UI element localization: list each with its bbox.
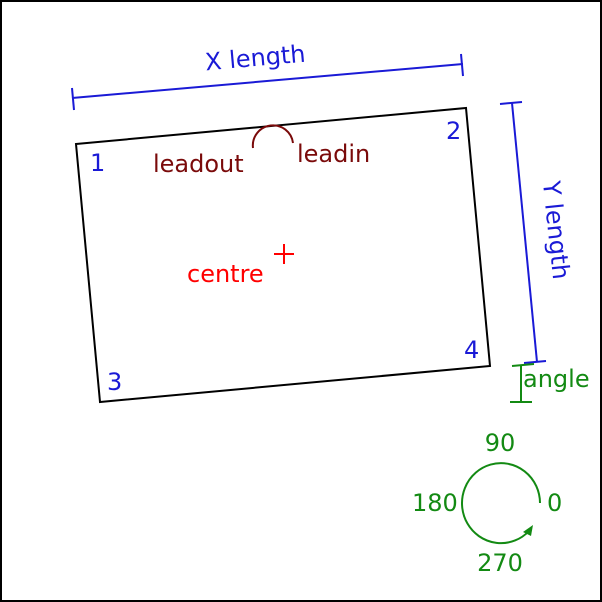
y-length-line	[511, 102, 538, 363]
x-length-line	[71, 63, 464, 99]
x-length-tick-end	[460, 53, 464, 77]
corner-label-4: 4	[464, 336, 479, 364]
leadin-label: leadin	[297, 140, 370, 168]
angle-legend-90: 90	[485, 429, 516, 457]
angle-legend-0: 0	[547, 489, 562, 517]
corner-label-2: 2	[446, 117, 461, 145]
arrowhead-icon	[523, 525, 533, 536]
lead-arc	[251, 124, 294, 149]
centre-label: centre	[187, 260, 264, 288]
angle-label: angle	[523, 365, 590, 393]
corner-label-1: 1	[90, 149, 105, 177]
y-length-label: Y length	[537, 179, 575, 281]
x-length-tick-start	[71, 87, 75, 111]
leadout-label: leadout	[153, 150, 244, 178]
angle-tick-top	[511, 363, 535, 367]
corner-label-3: 3	[107, 368, 122, 396]
angle-legend-270: 270	[477, 549, 523, 577]
centre-marker	[274, 244, 294, 264]
angle-legend-arc	[461, 462, 541, 545]
angle-legend: 90 180 0 270	[412, 429, 562, 577]
angle-legend-180: 180	[412, 489, 458, 517]
angle-indicator	[510, 363, 535, 403]
y-length-tick-end	[523, 360, 547, 364]
x-length-label: X length	[204, 40, 307, 77]
y-length-tick-start	[499, 101, 523, 105]
rectangle-outline	[74, 106, 492, 404]
x-length-dimension: X length	[71, 40, 464, 111]
y-length-dimension: Y length	[499, 101, 575, 364]
